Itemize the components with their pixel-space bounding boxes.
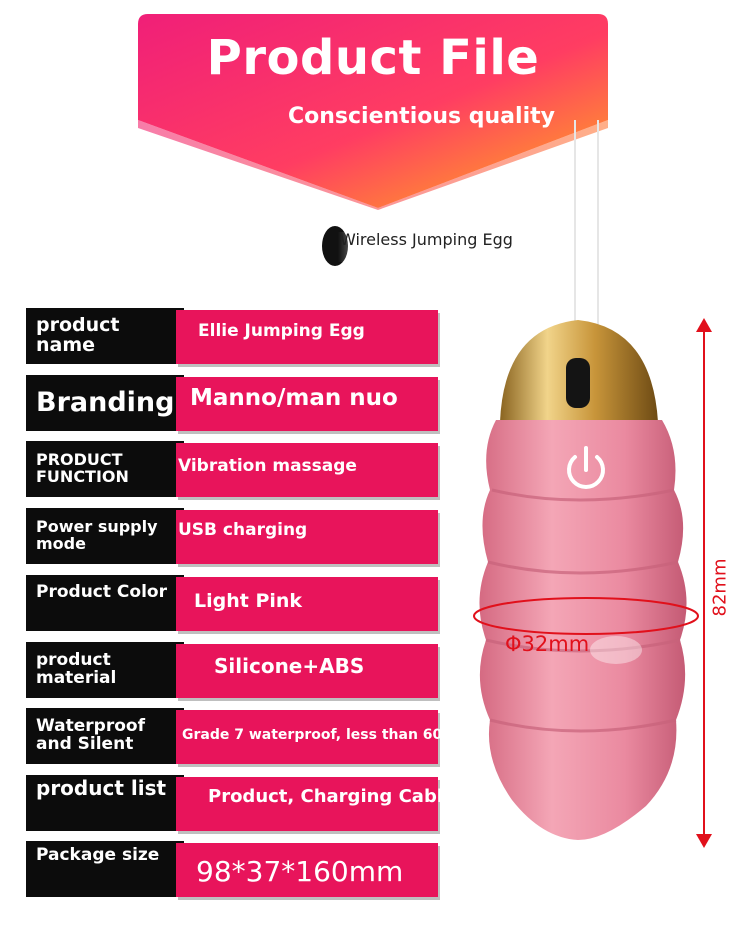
page-subtitle: Conscientious quality	[288, 104, 555, 129]
banner-shape	[138, 14, 608, 210]
diameter-ring	[473, 597, 699, 635]
header-banner: Product File Conscientious quality	[138, 12, 608, 210]
spec-row-branding: Branding Manno/man nuo	[26, 375, 438, 431]
power-icon	[567, 446, 605, 489]
spec-value: Grade 7 waterproof, less than 60 decibel…	[176, 710, 512, 764]
spec-row-package: Package size 98*37*160mm	[26, 841, 438, 897]
spec-label: Package size	[26, 841, 184, 897]
spec-value: 98*37*160mm	[176, 843, 438, 897]
spec-row-list: product list Product, Charging Cable	[26, 775, 455, 831]
height-dimension: 82mm	[709, 558, 731, 617]
spec-value: Silicone+ABS	[176, 644, 438, 698]
spec-value: Product, Charging Cable	[176, 777, 455, 831]
spec-value: USB charging	[176, 510, 438, 564]
spec-value: Ellie Jumping Egg	[176, 310, 438, 364]
spec-label: product list	[26, 775, 184, 831]
spec-value: Light Pink	[176, 577, 438, 631]
spec-row-color: Product Color Light Pink	[26, 575, 438, 631]
page-title: Product File	[206, 30, 540, 86]
lanyard-string	[597, 120, 599, 325]
spec-label: Product Color	[26, 575, 184, 631]
product-caption: Wireless Jumping Egg	[340, 230, 513, 249]
product-illustration	[473, 320, 699, 840]
height-arrow	[696, 318, 712, 848]
caption-fade	[338, 232, 448, 262]
spec-value: Manno/man nuo	[176, 377, 438, 431]
spec-value: Vibration massage	[176, 443, 438, 497]
diameter-dimension: Φ32mm	[505, 632, 590, 656]
lanyard-string	[574, 120, 576, 325]
spec-label: Branding	[26, 375, 184, 431]
